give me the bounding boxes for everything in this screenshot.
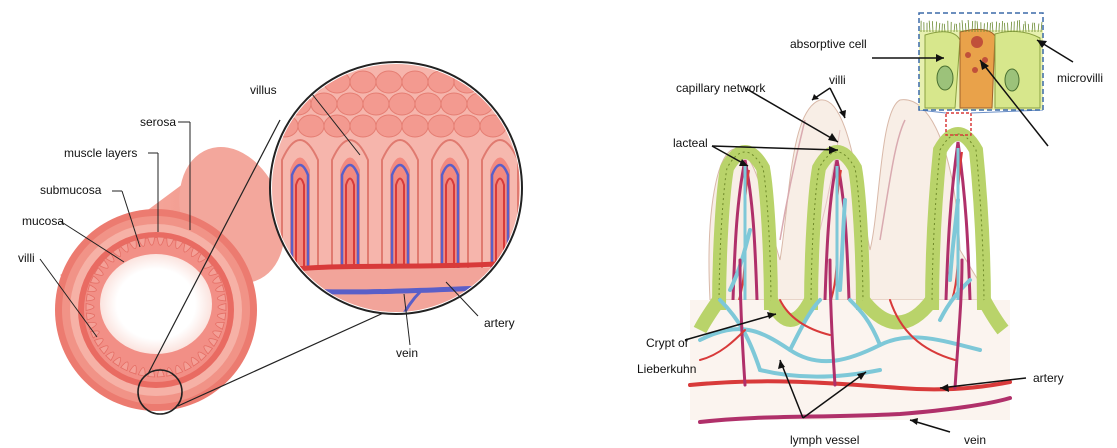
villus-top [441, 93, 467, 115]
label-crypt-line1: Crypt of [646, 336, 689, 350]
villus-top [415, 93, 441, 115]
label-villi-right: villi [829, 73, 846, 87]
label-microvilli: microvilli [1057, 71, 1103, 85]
label-mucosa: mucosa [22, 214, 64, 228]
villus-top [272, 115, 298, 137]
label-villus: villus [250, 83, 277, 97]
villus-top [480, 71, 506, 93]
villus-top [506, 71, 532, 93]
label-crypt-line2: Lieberkuhn [637, 362, 696, 376]
label-lacteal: lacteal [673, 136, 708, 150]
label-absorptive-cell: absorptive cell [790, 37, 867, 51]
magnified-villi [270, 60, 545, 328]
label-submucosa: submucosa [40, 183, 102, 197]
villus-top [389, 93, 415, 115]
label-villi-left: villi [18, 251, 35, 265]
label-lymph-vessel: lymph vessel [790, 433, 859, 447]
villi-detail-diagram [685, 13, 1073, 432]
label-capillary-network: capillary network [676, 81, 766, 95]
villus-top [519, 93, 545, 115]
villus-top [376, 115, 402, 137]
villus-top [402, 71, 428, 93]
villus-top [311, 93, 337, 115]
villus-top [402, 115, 428, 137]
label-vein-right: vein [964, 433, 986, 447]
label-vein-left: vein [396, 346, 418, 360]
lumen [100, 254, 212, 354]
label-muscle-layers: muscle layers [64, 146, 137, 160]
label-serosa: serosa [140, 115, 176, 129]
label-artery-left: artery [484, 316, 515, 330]
front-villi [282, 140, 518, 275]
villus-top [376, 71, 402, 93]
villus-top [454, 115, 480, 137]
label-artery-right: artery [1033, 371, 1064, 385]
villus-top [298, 115, 324, 137]
villus-top [350, 115, 376, 137]
villus-top [363, 93, 389, 115]
villus-top [337, 93, 363, 115]
villus-top [350, 71, 376, 93]
villus-top [428, 115, 454, 137]
